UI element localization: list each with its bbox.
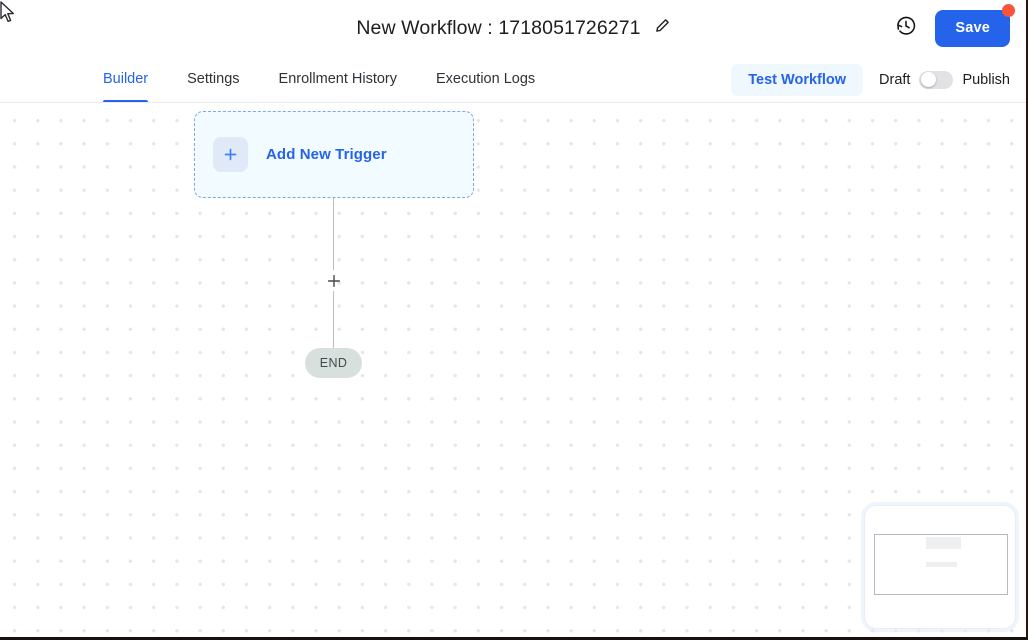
end-node-label: END: [319, 356, 348, 370]
draft-label: Draft: [879, 71, 911, 88]
canvas-minimap[interactable]: [864, 505, 1016, 629]
page-title: New Workflow : 1718051726271: [356, 16, 641, 39]
tab-builder[interactable]: Builder: [103, 56, 149, 102]
tab-execution-logs-label: Execution Logs: [436, 71, 536, 87]
edge-connector-bottom: [333, 291, 335, 357]
end-node[interactable]: END: [305, 348, 362, 378]
tab-execution-logs[interactable]: Execution Logs: [436, 56, 535, 102]
tab-settings-label: Settings: [187, 71, 240, 87]
add-new-trigger-label: Add New Trigger: [266, 146, 387, 163]
clock-history-icon[interactable]: [895, 15, 917, 42]
app-header: New Workflow : 1718051726271 Save: [0, 0, 1026, 56]
save-button[interactable]: Save: [935, 9, 1010, 47]
header-actions: Save: [895, 0, 1015, 56]
title-group: New Workflow : 1718051726271: [356, 17, 669, 40]
add-step-plus-icon[interactable]: [325, 272, 342, 289]
tab-bar: Builder Settings Enrollment History Exec…: [0, 56, 1026, 103]
publish-label: Publish: [962, 71, 1010, 88]
plus-icon: [213, 137, 248, 172]
tab-settings[interactable]: Settings: [187, 56, 239, 102]
tab-enrollment-history[interactable]: Enrollment History: [279, 56, 397, 102]
publish-toggle-group: Draft Publish: [879, 70, 1010, 89]
test-workflow-button[interactable]: Test Workflow: [731, 63, 864, 96]
save-button-wrapper: Save: [935, 3, 1015, 47]
minimap-viewport: [874, 534, 1008, 595]
unsaved-changes-badge: [1002, 3, 1015, 17]
toggle-knob: [920, 72, 936, 87]
edge-connector-top: [333, 198, 335, 270]
add-new-trigger-node[interactable]: Add New Trigger: [194, 111, 474, 198]
workflow-canvas[interactable]: Add New Trigger END: [0, 103, 1026, 637]
tab-list: Builder Settings Enrollment History Exec…: [0, 56, 574, 102]
minimap-node-end: [926, 562, 957, 567]
publish-toggle[interactable]: [919, 70, 954, 89]
pencil-icon[interactable]: [655, 18, 670, 38]
tab-enrollment-history-label: Enrollment History: [278, 71, 397, 87]
minimap-node-trigger: [926, 537, 961, 549]
workflow-actions: Test Workflow Draft Publish: [731, 56, 1010, 103]
tab-builder-label: Builder: [103, 71, 149, 87]
